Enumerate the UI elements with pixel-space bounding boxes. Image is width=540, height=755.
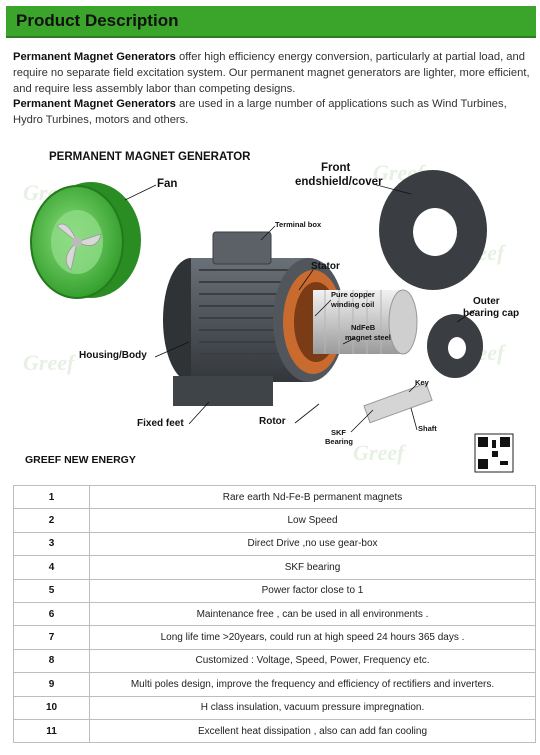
section-title: Product Description [16, 11, 179, 30]
feature-number: 11 [13, 718, 90, 744]
label-front-cover: endshield/cover [295, 176, 383, 188]
desc-p1-bold: Permanent Magnet Generators [13, 51, 176, 63]
feature-number: 8 [13, 648, 90, 674]
desc-p2-bold: Permanent Magnet Generators [13, 98, 176, 111]
label-rotor: Rotor [259, 416, 286, 427]
desc-p2-text: are used in a large number of applicatio… [13, 98, 507, 127]
feature-number: 9 [13, 672, 90, 697]
label-copper-2: winding coil [331, 300, 375, 309]
feature-number: 2 [13, 508, 90, 533]
feature-text: SKF bearing [89, 555, 536, 580]
feature-number: 6 [13, 601, 90, 627]
label-bearing: Bearing [325, 437, 353, 446]
label-bearing-cap: bearing cap [463, 308, 520, 319]
feature-text: Long life time >20years, could run at hi… [89, 625, 536, 650]
desc-p1-text: offer high efficiency energy conversion,… [13, 51, 530, 95]
feature-text: Multi poles design, improve the frequenc… [89, 672, 536, 697]
label-outer: Outer [473, 296, 500, 307]
feature-text: Direct Drive ,no use gear-box [89, 531, 536, 557]
diagram-title: PERMANENT MAGNET GENERATOR [49, 151, 251, 163]
label-fixed-feet: Fixed feet [137, 418, 184, 429]
brand-label: GREEF NEW ENERGY [25, 454, 136, 466]
feature-text: Rare earth Nd-Fe-B permanent magnets [89, 484, 536, 510]
feature-number: 1 [13, 484, 90, 510]
feature-text: Excellent heat dissipation , also can ad… [89, 718, 536, 744]
label-copper-1: Pure copper [331, 290, 375, 299]
feature-text: Low Speed [89, 508, 536, 533]
label-housing: Housing/Body [79, 350, 147, 361]
label-terminal-box: Terminal box [275, 220, 322, 229]
feature-number: 4 [13, 555, 90, 580]
feature-number: 10 [13, 695, 90, 720]
feature-number: 3 [13, 531, 90, 557]
qr-code [474, 433, 514, 473]
label-skf: SKF [331, 428, 346, 437]
feature-text: Power factor close to 1 [89, 578, 536, 603]
label-stator: Stator [311, 261, 340, 272]
feature-text: Maintenance free , can be used in all en… [89, 601, 536, 627]
label-key: Key [415, 378, 429, 387]
leader-lines [124, 183, 476, 433]
label-ndfeb-1: NdFeB [351, 323, 376, 332]
svg-text:Greef: Greef [23, 350, 77, 375]
svg-text:Greef: Greef [353, 440, 407, 465]
product-description: Permanent Magnet Generators offer high e… [13, 50, 531, 129]
label-front: Front [321, 162, 351, 174]
feature-number: 5 [13, 578, 90, 603]
feature-number: 7 [13, 625, 90, 650]
feature-text: Customized : Voltage, Speed, Power, Freq… [89, 648, 536, 674]
label-shaft: Shaft [418, 424, 437, 433]
section-header: Product Description [6, 6, 536, 38]
shaft [363, 382, 433, 424]
fixed-feet [173, 376, 273, 406]
label-fan: Fan [157, 178, 178, 190]
rotor [313, 290, 403, 354]
feature-text: H class insulation, vacuum pressure impr… [89, 695, 536, 720]
terminal-box [212, 231, 272, 265]
label-ndfeb-2: magnet steel [345, 333, 391, 342]
